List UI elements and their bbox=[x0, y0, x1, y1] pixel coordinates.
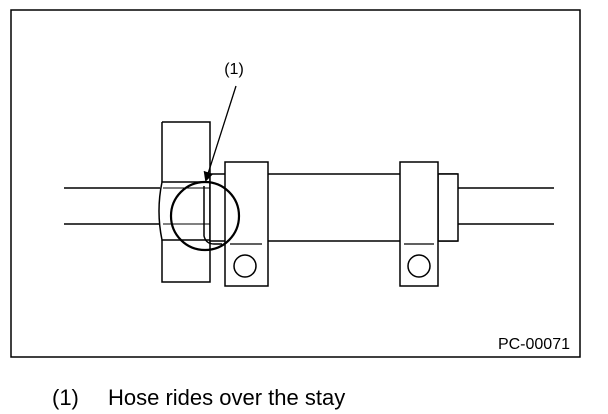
figure-code: PC-00071 bbox=[498, 336, 570, 353]
stay-clip-1 bbox=[224, 161, 269, 287]
highlight-circle bbox=[169, 180, 241, 252]
hose bbox=[64, 187, 554, 225]
callout-arrow bbox=[203, 85, 237, 182]
legend-number: (1) bbox=[52, 385, 79, 410]
callout-label: (1) bbox=[224, 61, 244, 78]
bracket-plate bbox=[161, 121, 211, 283]
legend-text: Hose rides over the stay bbox=[108, 385, 346, 410]
hose-overlap-detail bbox=[203, 186, 222, 245]
figure-frame bbox=[10, 9, 581, 358]
stay-clip-2 bbox=[399, 161, 459, 287]
legend-caption: (1) Hose rides over the stay bbox=[52, 385, 345, 411]
hose-collar bbox=[158, 181, 211, 241]
